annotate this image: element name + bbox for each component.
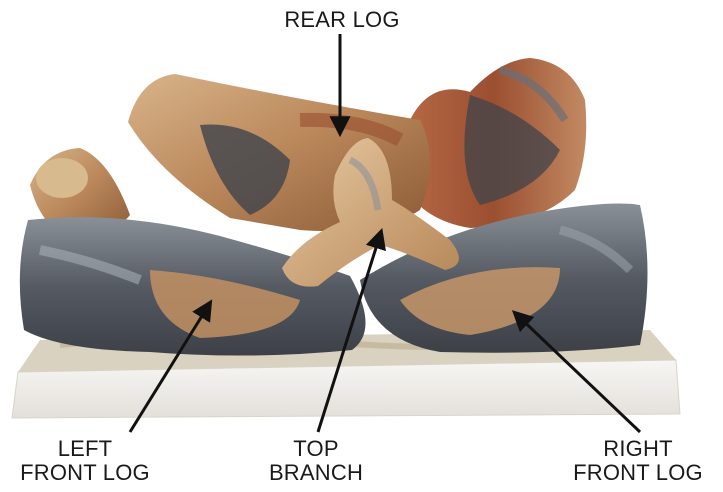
left-front-log-label-line2: FRONT LOG	[0, 461, 170, 485]
top-branch-label: TOP BRANCH	[246, 437, 386, 485]
right-front-log-label: RIGHT FRONT LOG	[553, 437, 723, 485]
right-front-log-label-line1: RIGHT	[553, 437, 723, 461]
top-branch-label-line1: TOP	[246, 437, 386, 461]
left-front-log-label: LEFT FRONT LOG	[0, 437, 170, 485]
left-front-log-label-line1: LEFT	[0, 437, 170, 461]
rear-log-label: REAR LOG	[252, 8, 432, 32]
right-front-log-label-line2: FRONT LOG	[553, 461, 723, 485]
top-branch-label-line2: BRANCH	[246, 461, 386, 485]
